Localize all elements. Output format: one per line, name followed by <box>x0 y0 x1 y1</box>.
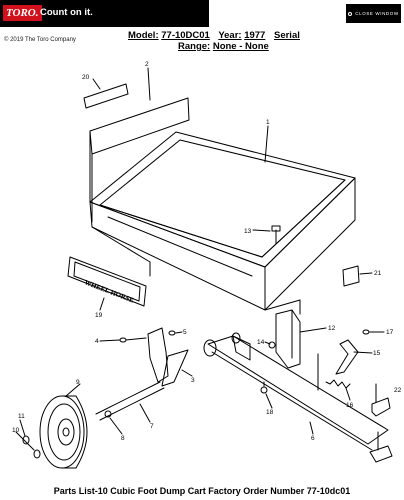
parts-list-title: Parts List-10 Cubic Foot Dump Cart Facto… <box>53 486 351 496</box>
callout-7: 7 <box>150 423 154 430</box>
close-window-button[interactable]: CLOSE WINDOW <box>346 4 401 23</box>
tongue-frame-part <box>203 332 389 451</box>
callout-6: 6 <box>311 435 315 442</box>
year-label: Year: <box>218 30 242 41</box>
brand-header-bar: TORO. Count on it. <box>0 0 209 27</box>
axle-part <box>95 381 161 415</box>
callout-17: 17 <box>386 329 394 336</box>
callout-18: 18 <box>266 409 274 416</box>
decal-strip-part <box>83 83 129 109</box>
callout-20: 20 <box>82 74 90 81</box>
callout-19: 19 <box>95 312 103 319</box>
callout-8: 8 <box>121 435 125 442</box>
callout-11: 11 <box>18 413 25 420</box>
callout-1: 1 <box>266 119 270 126</box>
callout-14: 14 <box>257 339 265 346</box>
range-header: Range: None - None <box>178 41 269 52</box>
wheel-horse-decal-part <box>67 256 147 307</box>
model-label: Model: <box>128 30 159 41</box>
callout-5: 5 <box>183 329 187 336</box>
close-window-label: CLOSE WINDOW <box>355 11 399 16</box>
callout-12: 12 <box>328 325 336 332</box>
toro-logo: TORO. <box>3 5 42 21</box>
brand-tagline: Count on it. <box>40 7 93 18</box>
range-value: None - None <box>212 41 269 52</box>
model-value: 77-10DC01 <box>161 30 210 41</box>
callout-15: 15 <box>373 350 381 357</box>
callout-9: 9 <box>76 379 80 386</box>
circle-icon <box>348 11 353 16</box>
callout-13: 13 <box>244 228 252 235</box>
callout-3: 3 <box>191 377 195 384</box>
callout-21: 21 <box>374 270 382 277</box>
end-gate-part <box>89 97 190 155</box>
wheel-part <box>39 395 88 469</box>
callout-4: 4 <box>95 338 99 345</box>
year-value: 1977 <box>244 30 266 41</box>
callout-10: 10 <box>12 427 20 434</box>
hitch-bracket-part <box>275 309 301 369</box>
latch-part <box>335 339 359 375</box>
serial-label: Serial <box>273 30 300 41</box>
pivot-bracket-part <box>147 327 169 383</box>
callout-16: 16 <box>346 402 354 409</box>
spring-part <box>325 379 351 389</box>
callout-2: 2 <box>145 61 149 68</box>
dump-box-part <box>89 131 356 315</box>
model-header: Model: 77-10DC01 Year: 1977 Serial <box>128 30 300 41</box>
range-label: Range: <box>178 41 211 52</box>
callout-22: 22 <box>394 387 402 394</box>
exploded-parts-diagram: WHEEL HORSE 20 2 1 13 21 19 4 5 12 17 14… <box>12 61 402 469</box>
copyright-text: © 2019 The Toro Company <box>4 37 76 43</box>
